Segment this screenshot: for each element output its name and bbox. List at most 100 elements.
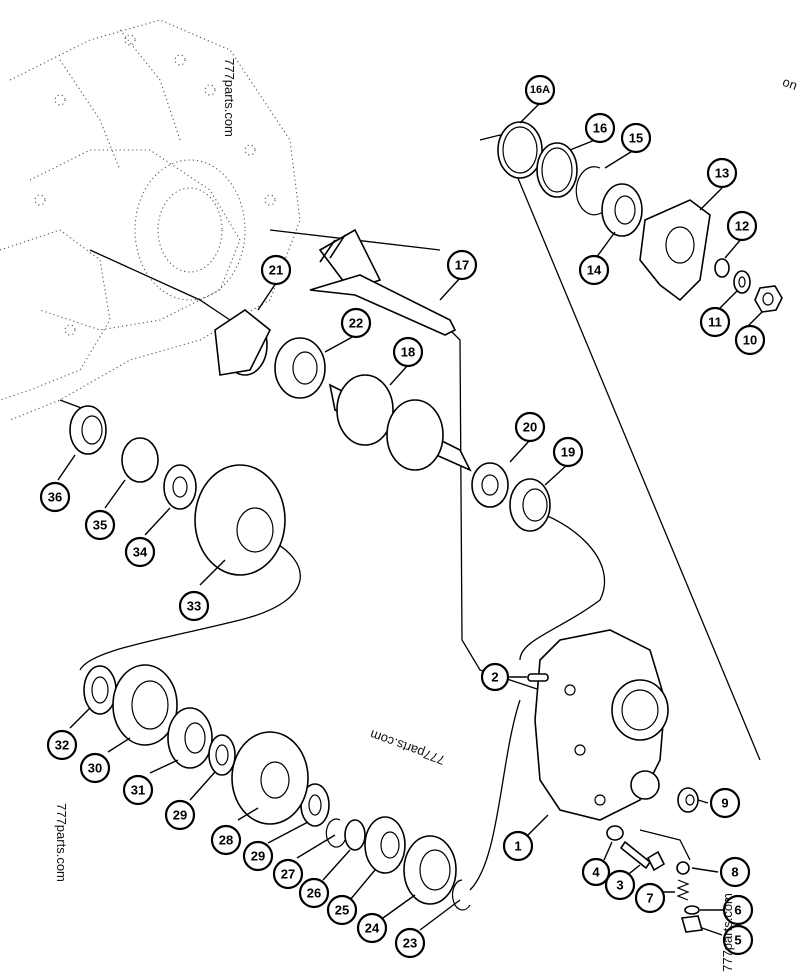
part-11-washer xyxy=(733,270,751,294)
svg-text:21: 21 xyxy=(269,263,283,278)
callout-15: 15 xyxy=(620,122,652,154)
svg-text:16A: 16A xyxy=(530,84,550,96)
part-8-ball xyxy=(676,861,690,875)
part-22-bearing xyxy=(274,337,326,399)
svg-text:28: 28 xyxy=(219,833,233,848)
callout-14: 14 xyxy=(578,254,610,286)
svg-text:14: 14 xyxy=(587,263,602,278)
callout-21: 21 xyxy=(260,254,292,286)
svg-text:7: 7 xyxy=(646,891,653,906)
callout-22: 22 xyxy=(340,307,372,339)
svg-text:16: 16 xyxy=(593,121,607,136)
svg-text:11: 11 xyxy=(708,315,722,330)
part-10-nut xyxy=(754,285,783,313)
part-2-pin xyxy=(527,673,549,682)
part-5-plug xyxy=(680,915,704,933)
svg-text:18: 18 xyxy=(401,345,415,360)
part-29-washer-upper xyxy=(208,734,236,776)
svg-text:20: 20 xyxy=(523,420,537,435)
callout-3: 3 xyxy=(604,869,636,901)
part-25-bearing xyxy=(364,816,406,874)
svg-text:15: 15 xyxy=(629,131,643,146)
callout-1: 1 xyxy=(502,830,534,862)
part-1-housing xyxy=(534,629,669,821)
part-21-race xyxy=(214,309,272,376)
part-35-sleeve xyxy=(121,437,159,483)
part-31-gear xyxy=(167,707,213,769)
part-14-seal xyxy=(601,183,643,237)
svg-text:24: 24 xyxy=(365,921,380,936)
watermark-bottom-right: 777parts.com xyxy=(719,893,735,972)
part-17-shift-fork xyxy=(309,228,457,336)
callout-4: 4 xyxy=(581,857,611,887)
callout-8: 8 xyxy=(719,856,751,888)
part-15-snap-ring xyxy=(575,166,606,216)
callout-17: 17 xyxy=(446,249,478,281)
callout-16: 16 xyxy=(584,112,616,144)
callout-23: 23 xyxy=(394,927,426,959)
svg-text:35: 35 xyxy=(93,518,107,533)
part-9-bushing xyxy=(677,787,699,813)
callout-5: 5 xyxy=(722,924,754,956)
svg-text:5: 5 xyxy=(734,933,741,948)
part-23-snap-ring xyxy=(451,879,471,911)
svg-text:3: 3 xyxy=(616,878,623,893)
svg-text:30: 30 xyxy=(88,761,102,776)
callout-34: 34 xyxy=(124,536,156,568)
part-36-needle-bearing xyxy=(69,405,107,455)
part-28-gear xyxy=(231,731,309,825)
svg-text:8: 8 xyxy=(731,865,738,880)
callout-9: 9 xyxy=(709,787,741,819)
callout-29-lower: 29 xyxy=(242,840,274,872)
part-24-race xyxy=(403,835,457,905)
svg-text:32: 32 xyxy=(55,738,69,753)
transmission-housing xyxy=(0,19,301,421)
part-13-yoke xyxy=(639,199,711,302)
svg-text:6: 6 xyxy=(734,903,741,918)
callout-24: 24 xyxy=(356,912,388,944)
svg-text:31: 31 xyxy=(131,783,145,798)
svg-text:29: 29 xyxy=(251,849,265,864)
part-6-oring xyxy=(684,905,700,915)
svg-text:10: 10 xyxy=(743,333,757,348)
callout-18: 18 xyxy=(392,336,424,368)
callout-16a: 16A xyxy=(524,74,556,106)
callout-19: 19 xyxy=(552,436,584,468)
part-16a-ring xyxy=(497,121,543,179)
svg-text:22: 22 xyxy=(349,316,363,331)
svg-text:12: 12 xyxy=(735,219,749,234)
part-26-ring xyxy=(344,819,366,851)
callout-28: 28 xyxy=(210,824,242,856)
part-12-washer xyxy=(714,258,730,278)
svg-text:27: 27 xyxy=(281,867,295,882)
svg-text:17: 17 xyxy=(455,258,469,273)
svg-text:2: 2 xyxy=(491,670,498,685)
svg-text:1: 1 xyxy=(514,839,521,854)
svg-text:33: 33 xyxy=(187,599,201,614)
svg-text:19: 19 xyxy=(561,445,575,460)
callout-13: 13 xyxy=(706,157,738,189)
callout-6: 6 xyxy=(722,894,754,926)
callout-27: 27 xyxy=(272,858,304,890)
callout-32: 32 xyxy=(46,729,78,761)
svg-text:25: 25 xyxy=(335,903,349,918)
callout-30: 30 xyxy=(79,752,111,784)
part-32-shim xyxy=(83,665,117,715)
callout-36: 36 xyxy=(39,481,71,513)
part-16-ring xyxy=(536,142,578,198)
svg-text:9: 9 xyxy=(721,796,728,811)
svg-text:34: 34 xyxy=(133,545,148,560)
svg-text:29: 29 xyxy=(173,808,187,823)
callout-31: 31 xyxy=(122,774,154,806)
svg-text:23: 23 xyxy=(403,936,417,951)
callout-25: 25 xyxy=(326,894,358,926)
part-18-shaft xyxy=(328,374,472,472)
part-7-spring xyxy=(676,879,690,901)
watermark-left: 777parts.com xyxy=(53,803,69,882)
part-19-race xyxy=(509,478,551,532)
callout-7: 7 xyxy=(634,882,666,914)
svg-text:13: 13 xyxy=(715,166,729,181)
svg-text:26: 26 xyxy=(307,886,321,901)
